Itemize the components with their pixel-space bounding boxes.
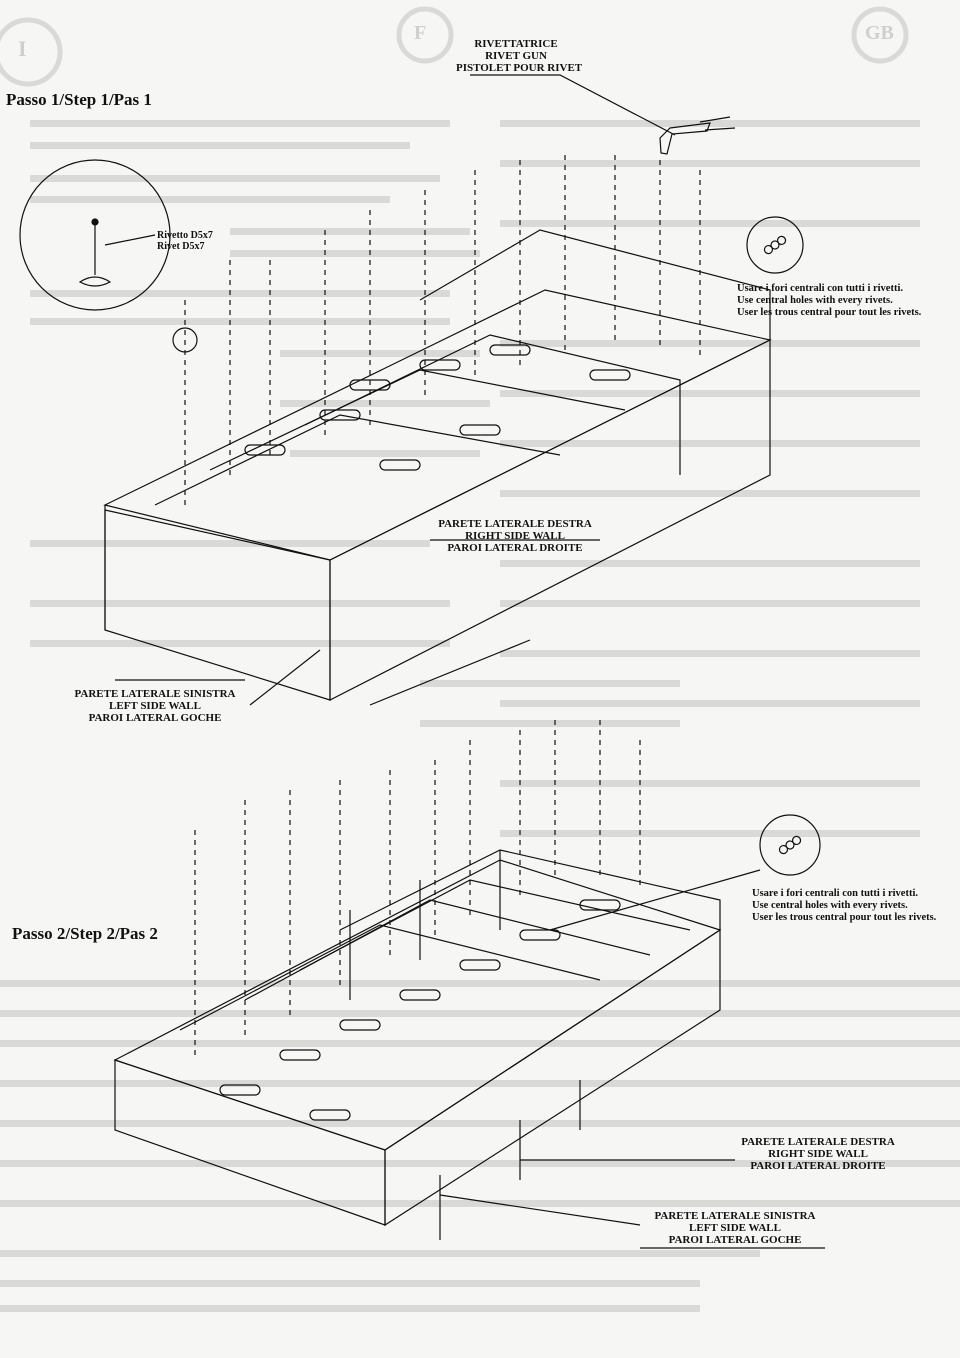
step1-left-wall-label: PARETE LATERALE SINISTRA LEFT SIDE WALL … <box>74 688 236 724</box>
step1-right-wall-label: PARETE LATERALE DESTRA RIGHT SIDE WALL P… <box>438 518 592 554</box>
step2-right-wall-label: PARETE LATERALE DESTRA RIGHT SIDE WALL P… <box>741 1136 895 1172</box>
step2-title: Passo 2/Step 2/Pas 2 <box>12 924 158 943</box>
step2-line-art <box>113 720 825 1249</box>
badge-italian: I <box>18 36 27 61</box>
badge-english: GB <box>865 22 894 44</box>
badge-french: F <box>414 22 427 44</box>
step2-central-holes-note: Usare i fori centrali con tutti i rivett… <box>752 888 937 923</box>
rivet-detail-label: Rivetto D5x7 Rivet D5x7 <box>157 230 213 252</box>
rivet-gun-label: RIVETTATRICE RIVET GUN PISTOLET POUR RIV… <box>456 38 583 74</box>
step1-title: Passo 1/Step 1/Pas 1 <box>6 90 152 109</box>
step1-line-art <box>19 74 804 706</box>
step1-central-holes-note: Usare i fori centrali con tutti i rivett… <box>737 283 922 318</box>
step2-left-wall-label: PARETE LATERALE SINISTRA LEFT SIDE WALL … <box>654 1210 816 1246</box>
